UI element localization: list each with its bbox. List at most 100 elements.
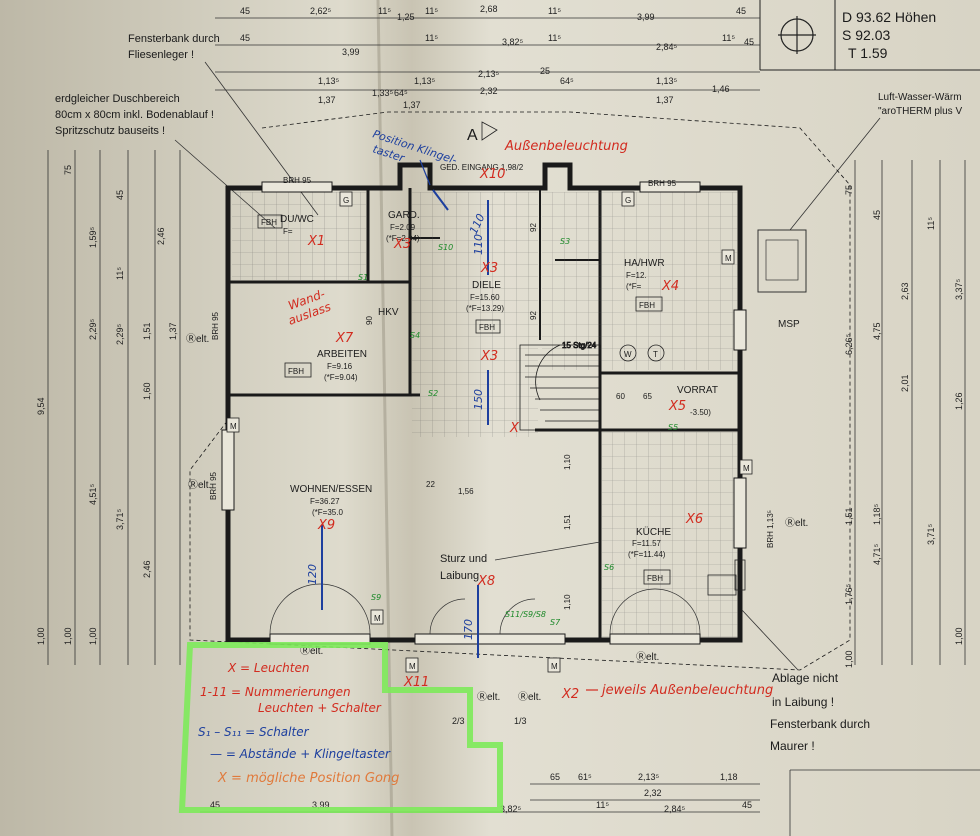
svg-text:25: 25 [540,66,550,76]
svg-text:S2: S2 [428,389,438,398]
svg-text:M: M [725,254,732,263]
svg-text:3,99: 3,99 [312,800,330,810]
legend-line4: — = Abstände + Klingeltaster [210,747,391,761]
hwr-tiles [542,192,738,370]
svg-text:11⁵: 11⁵ [425,6,438,16]
svg-text:BRH 95: BRH 95 [209,471,218,500]
svg-text:45: 45 [872,210,882,220]
svg-text:3,71⁵: 3,71⁵ [926,523,936,545]
svg-text:BRH 95: BRH 95 [648,179,677,188]
svg-text:Ⓡelt.: Ⓡelt. [477,691,500,703]
svg-text:FBH: FBH [479,323,495,332]
svg-text:2,32: 2,32 [480,86,498,96]
svg-text:FBH: FBH [639,301,655,310]
svg-text:F=: F= [283,227,293,236]
svg-text:M: M [743,464,750,473]
svg-text:1,60: 1,60 [142,382,152,400]
svg-text:11⁵: 11⁵ [926,217,936,230]
svg-text:1,26: 1,26 [954,392,964,410]
svg-text:80cm x 80cm inkl. Bodenablauf: 80cm x 80cm inkl. Bodenablauf ! [55,109,214,121]
light-mark-8: X8 [477,574,495,589]
svg-text:75: 75 [63,165,73,175]
svg-text:M: M [374,614,381,623]
right-note-heatpump: Luft-Wasser-Wärm "aroTHERM plus V [757,92,962,293]
light-mark-11: X11 [403,675,429,690]
right-note-ablage: Ablage nicht in Laibung ! Fensterbank du… [741,609,870,753]
svg-text:W: W [624,350,632,359]
svg-text:9,54: 9,54 [36,397,46,415]
room-vorrat: VORRAT -3.50) [677,385,718,417]
svg-text:11⁵: 11⁵ [378,6,391,16]
staircase: 15 Stg/24 [519,341,601,431]
svg-text:2,32: 2,32 [644,788,662,798]
svg-text:G: G [343,196,349,205]
svg-text:1,76⁵: 1,76⁵ [844,583,854,605]
svg-text:11⁵: 11⁵ [548,6,561,16]
svg-text:1,51: 1,51 [844,507,854,525]
svg-text:11⁵: 11⁵ [548,33,561,43]
plan-labels: BRH 95 BRH 95 BRH 95 BRH 95 BRH 1,13⁵ HK… [186,121,808,726]
svg-text:Luft-Wasser-Wärm: Luft-Wasser-Wärm [878,92,962,103]
svg-text:2,62⁵: 2,62⁵ [310,6,332,16]
top-dimensions [215,17,760,91]
dusche-tiles [232,192,366,280]
room-wohnen: WOHNEN/ESSEN F=36.27 (*F=35.0 [290,484,372,517]
svg-text:Außenbeleuchtung: Außenbeleuchtung [504,139,628,154]
svg-text:F=12.: F=12. [626,271,647,280]
svg-text:1,33⁵: 1,33⁵ [372,88,394,98]
svg-text:2/3: 2/3 [452,716,465,726]
svg-text:S5: S5 [668,423,678,432]
door-swings [269,583,701,635]
light-mark-6: X6 [685,512,703,527]
svg-text:Ⓡelt.: Ⓡelt. [518,691,541,703]
top-dim-row4: 1,37 2,32 1,37 1,46 [403,84,730,110]
svg-text:2,63: 2,63 [900,282,910,300]
svg-text:Fensterbank durch: Fensterbank durch [128,33,220,45]
svg-text:-3.50): -3.50) [690,408,711,417]
svg-text:Ⓡelt.: Ⓡelt. [186,333,209,345]
light-mark-4: X4 [661,279,679,294]
switch-marks: S10 S1 S3 S4 S2 S5 S6 S9 S11/S9/S8 S7 [358,237,678,627]
svg-text:2,46: 2,46 [142,560,152,578]
annotation-jeweils: jeweils Außenbeleuchtung [586,683,773,698]
svg-text:A: A [467,127,478,144]
svg-text:(*F=35.0: (*F=35.0 [312,508,343,517]
svg-text:11⁵: 11⁵ [722,33,735,43]
svg-text:BRH 95: BRH 95 [283,176,312,185]
svg-text:1,51: 1,51 [563,514,572,530]
svg-text:1,51: 1,51 [142,322,152,340]
left-note-dusch: erdgleicher Duschbereich 80cm x 80cm ink… [55,93,276,229]
svg-text:erdgleicher Duschbereich: erdgleicher Duschbereich [55,93,180,105]
svg-text:S3: S3 [560,237,570,246]
svg-text:jeweils Außenbeleuchtung: jeweils Außenbeleuchtung [600,683,773,698]
annotation-aussenbeleuchtung: Außenbeleuchtung [504,139,628,154]
svg-text:3,71⁵: 3,71⁵ [115,508,125,530]
svg-text:1,37: 1,37 [656,95,674,105]
svg-text:3,99: 3,99 [637,12,655,22]
svg-text:45: 45 [736,6,746,16]
svg-text:92: 92 [529,223,538,232]
top-dim-row2: 45 3,99 11⁵ 3,82⁵ 11⁵ 2,84⁵ 11⁵ 45 [240,33,754,57]
light-mark-9: X9 [317,518,335,533]
left-dim-labels: 9,54 4,51⁵ 3,71⁵ 2,46 1,00 1,00 1,00 2,2… [36,165,178,645]
svg-text:(*F=13.29): (*F=13.29) [466,304,504,313]
svg-text:F=36.27: F=36.27 [310,497,340,506]
paper-fold [376,0,394,836]
svg-text:DIELE: DIELE [472,280,501,291]
svg-text:"aroTHERM plus V: "aroTHERM plus V [878,106,962,117]
svg-text:GARD.: GARD. [388,210,420,221]
svg-text:150: 150 [472,389,485,410]
svg-text:Sturz und: Sturz und [440,553,487,565]
svg-text:45: 45 [210,800,220,810]
svg-text:HA/HWR: HA/HWR [624,258,665,269]
svg-text:Ⓡelt.: Ⓡelt. [188,479,211,491]
room-eingang: GED. EINGANG 1,98/2 [440,163,524,172]
svg-text:Fliesenleger !: Fliesenleger ! [128,49,194,61]
legend-line1: X = Leuchten [227,661,309,675]
bottom-dim-labels: 65 61⁵ 2,13⁵ 1,18 2,32 45 3,99 3,82⁵ 11⁵… [210,772,752,814]
windows [221,181,747,645]
svg-text:FBH: FBH [647,574,663,583]
svg-text:3,82⁵: 3,82⁵ [500,804,522,814]
svg-text:45: 45 [744,37,754,47]
